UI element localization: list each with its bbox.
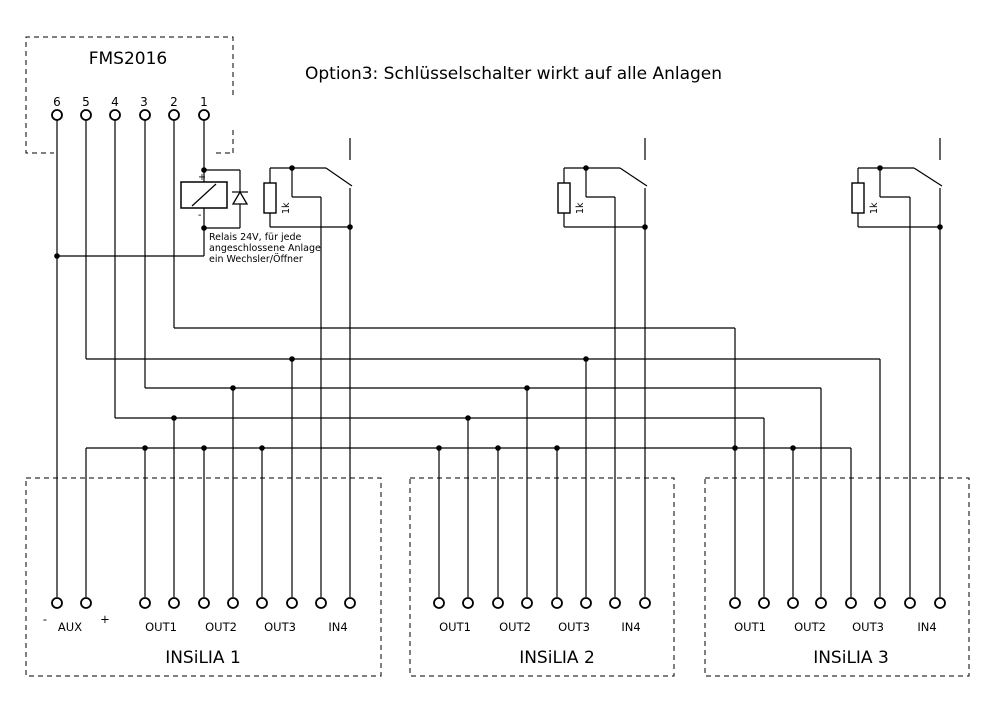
insilia-2-terminal bbox=[639, 597, 651, 609]
fms2016-label: FMS2016 bbox=[89, 49, 168, 69]
insilia-1-aux-label: AUX bbox=[58, 620, 82, 634]
relay-minus-label: - bbox=[198, 210, 201, 221]
insilia-1-terminal-aux-plus bbox=[80, 597, 92, 609]
relay-note-line-1: Relais 24V, für jede bbox=[209, 232, 302, 243]
insilia-3-out2-label: OUT2 bbox=[794, 620, 826, 634]
insilia-1-out3-label: OUT3 bbox=[264, 620, 296, 634]
contact-block-1: 1k bbox=[263, 138, 353, 228]
fms-terminal-2 bbox=[168, 109, 180, 121]
contact-block-2: 1k bbox=[557, 138, 648, 228]
insilia-1-terminal bbox=[227, 597, 239, 609]
insilia-1-module: INSiLIA 1 - AUX + OUT1 OUT2 OUT3 IN4 bbox=[25, 477, 382, 677]
fms-pin-3-label: 3 bbox=[140, 95, 148, 109]
resistor-2 bbox=[557, 182, 571, 214]
insilia-2-terminal bbox=[521, 597, 533, 609]
insilia-3-terminal bbox=[874, 597, 886, 609]
resistor-3-label: 1k bbox=[869, 202, 880, 214]
insilia-1-terminal bbox=[139, 597, 151, 609]
insilia-3-terminal bbox=[729, 597, 741, 609]
insilia-3-terminal bbox=[758, 597, 770, 609]
insilia-2-module: INSiLIA 2 OUT1 OUT2 OUT3 IN4 bbox=[409, 477, 675, 677]
fms2016-module: FMS2016 6 5 4 3 2 1 bbox=[25, 36, 234, 154]
insilia-1-out2-label: OUT2 bbox=[205, 620, 237, 634]
insilia-3-terminal bbox=[845, 597, 857, 609]
insilia-2-out3-label: OUT3 bbox=[558, 620, 590, 634]
insilia-3-out1-label: OUT1 bbox=[734, 620, 766, 634]
relay-note-line-3: ein Wechsler/Öffner bbox=[209, 254, 303, 265]
diode-icon bbox=[231, 190, 249, 205]
resistor-2-label: 1k bbox=[575, 202, 586, 214]
insilia-2-terminal bbox=[580, 597, 592, 609]
insilia-3-terminal bbox=[787, 597, 799, 609]
insilia-1-aux-plus: + bbox=[100, 612, 110, 626]
relay-coil: + - bbox=[180, 172, 228, 221]
insilia-3-out3-label: OUT3 bbox=[852, 620, 884, 634]
fms-pin-2-label: 2 bbox=[170, 95, 178, 109]
insilia-2-terminal bbox=[551, 597, 563, 609]
relay-note-line-2: angeschlossene Anlage bbox=[209, 243, 321, 254]
insilia-1-terminal bbox=[256, 597, 268, 609]
insilia-1-terminal bbox=[286, 597, 298, 609]
insilia-1-terminal bbox=[168, 597, 180, 609]
insilia-terminals bbox=[51, 597, 946, 609]
fms-terminal-6 bbox=[51, 109, 63, 121]
insilia-2-out1-label: OUT1 bbox=[439, 620, 471, 634]
insilia-1-terminal bbox=[198, 597, 210, 609]
resistor-1 bbox=[263, 182, 277, 214]
insilia-3-module: INSiLIA 3 OUT1 OUT2 OUT3 IN4 bbox=[704, 477, 970, 677]
insilia-3-terminal bbox=[815, 597, 827, 609]
fms-pin-6-label: 6 bbox=[53, 95, 61, 109]
insilia-3-terminal bbox=[934, 597, 946, 609]
insilia-1-terminal bbox=[315, 597, 327, 609]
fms-terminals bbox=[51, 109, 210, 121]
insilia-2-terminal bbox=[609, 597, 621, 609]
relay-note: Relais 24V, für jede angeschlossene Anla… bbox=[209, 232, 321, 265]
insilia-2-terminal bbox=[433, 597, 445, 609]
fms-pin-5-label: 5 bbox=[82, 95, 90, 109]
fms-terminal-1 bbox=[198, 109, 210, 121]
fms-terminal-4 bbox=[109, 109, 121, 121]
insilia-2-terminal bbox=[462, 597, 474, 609]
insilia-2-in4-label: IN4 bbox=[621, 620, 640, 634]
insilia-3-in4-label: IN4 bbox=[917, 620, 936, 634]
resistor-3 bbox=[851, 182, 865, 214]
insilia-3-terminal bbox=[904, 597, 916, 609]
insilia-1-terminal-aux-minus bbox=[51, 597, 63, 609]
contact-block-3: 1k bbox=[851, 138, 943, 228]
resistor-1-label: 1k bbox=[281, 202, 292, 214]
insilia-1-label: INSiLIA 1 bbox=[165, 648, 241, 668]
insilia-1-terminal bbox=[344, 597, 356, 609]
junction-dots bbox=[54, 165, 943, 451]
fms-terminal-3 bbox=[139, 109, 151, 121]
relay-plus-label: + bbox=[198, 172, 206, 183]
insilia-1-out1-label: OUT1 bbox=[145, 620, 177, 634]
fms-terminal-5 bbox=[80, 109, 92, 121]
diagram-title: Option3: Schlüsselschalter wirkt auf all… bbox=[305, 64, 722, 84]
insilia-2-terminal bbox=[492, 597, 504, 609]
fms-pin-1-label: 1 bbox=[200, 95, 208, 109]
insilia-1-in4-label: IN4 bbox=[328, 620, 347, 634]
fms-pin-4-label: 4 bbox=[111, 95, 119, 109]
insilia-2-out2-label: OUT2 bbox=[499, 620, 531, 634]
insilia-1-aux-minus: - bbox=[43, 612, 47, 626]
insilia-3-label: INSiLIA 3 bbox=[813, 648, 889, 668]
wires bbox=[56, 120, 941, 597]
insilia-2-label: INSiLIA 2 bbox=[519, 648, 595, 668]
